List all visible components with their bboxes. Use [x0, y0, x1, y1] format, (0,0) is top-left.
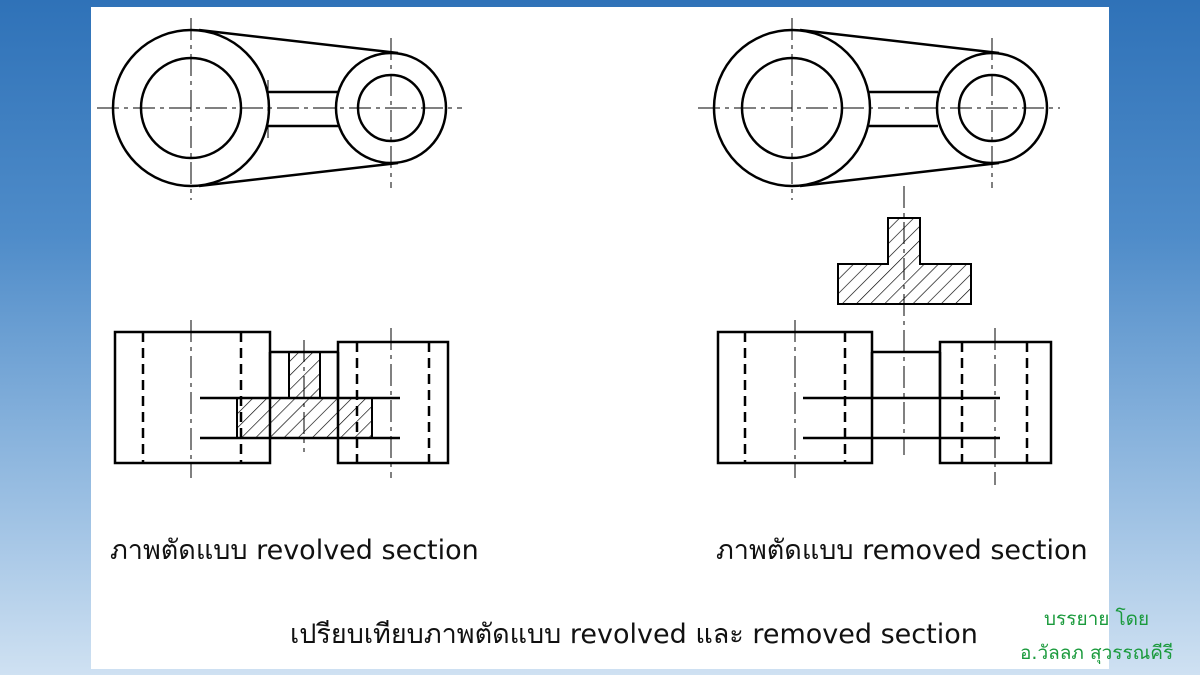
tangent-bottom — [198, 161, 399, 188]
removed-front-view — [716, 320, 1053, 485]
comparison-title: เปรียบเทียบภาพตัดแบบ revolved และ remove… — [290, 619, 978, 650]
lecturer-label: บรรยาย โดย — [1044, 608, 1150, 630]
tangent-top — [799, 28, 1000, 55]
revolved-section-caption: ภาพตัดแบบ revolved section — [110, 535, 479, 566]
centerlines — [97, 18, 462, 200]
removed-section-caption: ภาพตัดแบบ removed section — [716, 535, 1088, 566]
front-centerlines — [794, 320, 996, 485]
centerlines — [698, 18, 1060, 200]
engineering-drawings — [97, 18, 1060, 485]
tangent-top — [198, 28, 399, 55]
revolved-front-view — [113, 320, 450, 478]
hidden-bore-lines — [141, 332, 431, 463]
tangent-bottom — [799, 161, 1000, 188]
revolved-top-view — [97, 18, 462, 200]
lecturer-name: อ.วัลลภ สุวรรณคีรี — [1020, 642, 1174, 664]
removed-top-view — [698, 18, 1060, 200]
front-centerlines — [190, 320, 392, 478]
hidden-bore-lines — [743, 332, 1029, 463]
slide-sheet — [91, 7, 1109, 669]
removed-section — [837, 186, 972, 455]
